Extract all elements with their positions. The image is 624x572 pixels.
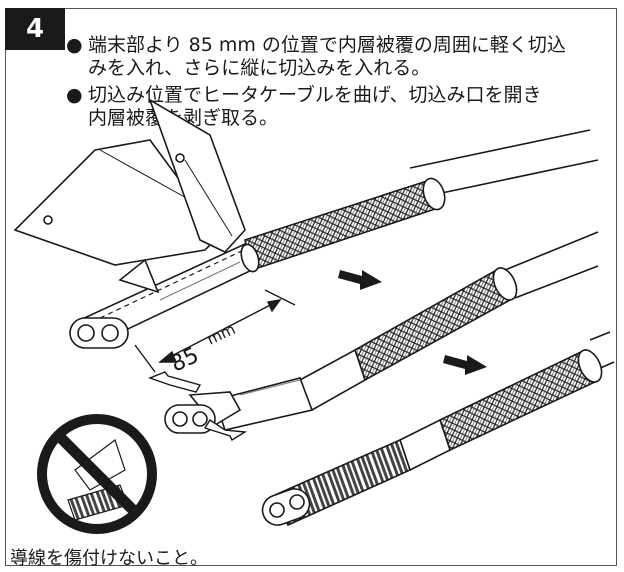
prohibited-icon [37,414,157,534]
cable-3 [261,331,615,527]
instruction-2: ● 切込み位置でヒータケーブルを曲げ、切込み口を開き 内層被覆を剥ぎ取る。 [66,84,542,130]
dimension-value: 85 [167,343,203,377]
warning-text: 導線を傷付けないこと。 [10,548,208,569]
arrow-right-icon [338,270,382,290]
step-frame [5,8,617,566]
step-number-badge: 4 [5,8,65,50]
peel-arrow-icon [203,419,248,441]
knife-icon [13,98,246,294]
bullet-icon: ● [66,34,83,56]
peel-arrow-icon [148,371,202,393]
instruction-1-line-1: 端末部より 85 mm の位置で内層被覆の周囲に軽く切込 [88,34,566,56]
instruction-2-line-2: 内層被覆を剥ぎ取る。 [88,107,279,129]
instruction-2-line-1: 切込み位置でヒータケーブルを曲げ、切込み口を開き [88,84,542,106]
bullet-icon: ● [66,84,83,106]
cable-2 [164,231,599,434]
instruction-1-line-2: みを入れ、さらに縦に切込みを入れる。 [88,57,431,79]
arrow-right-icon [443,355,487,375]
cable-1 [69,129,599,349]
instruction-1: ● 端末部より 85 mm の位置で内層被覆の周囲に軽く切込 みを入れ、さらに縦… [66,34,566,80]
